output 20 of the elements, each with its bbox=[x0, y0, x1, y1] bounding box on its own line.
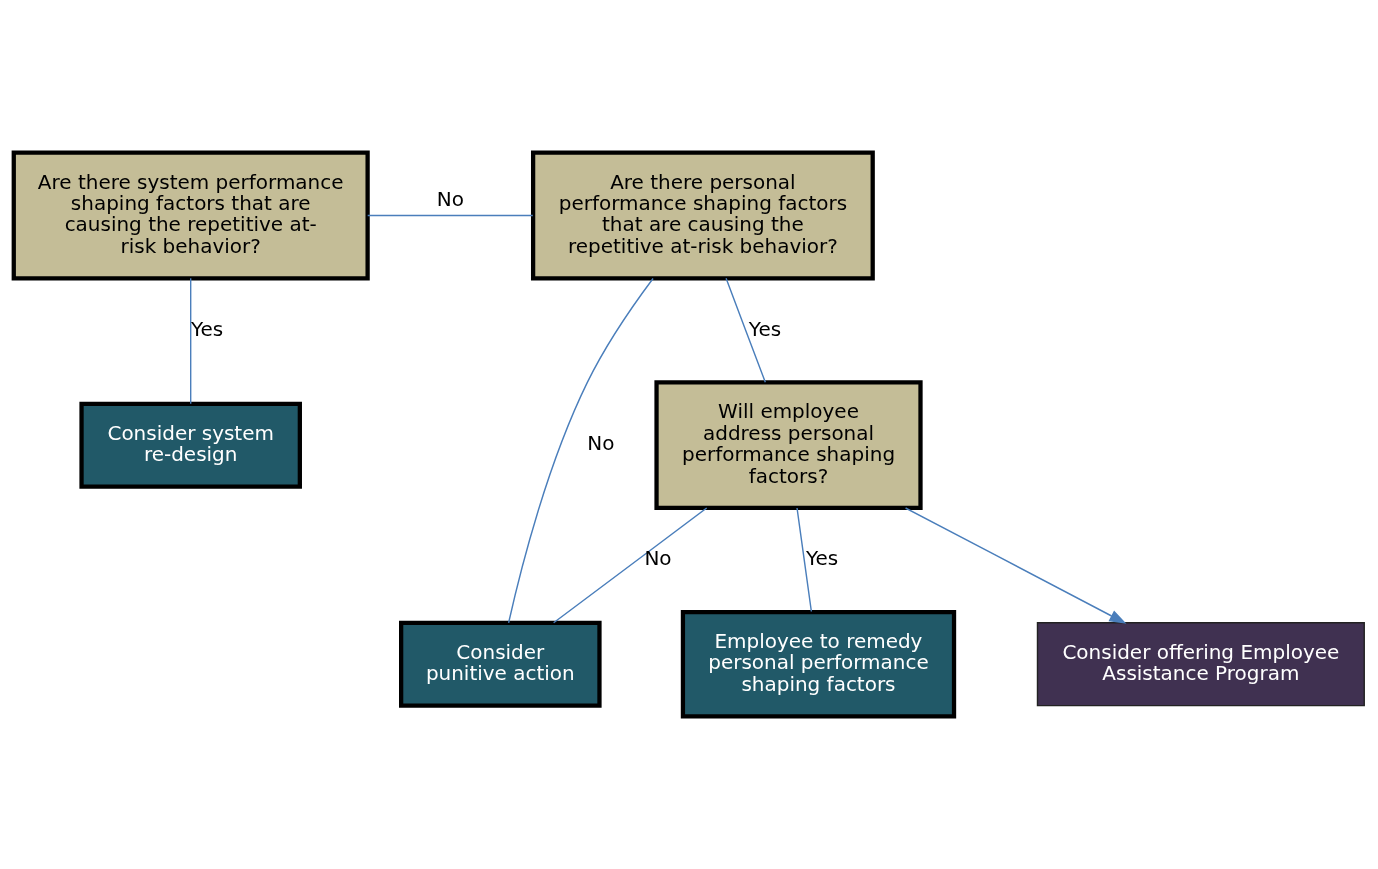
edge-label: Yes bbox=[748, 316, 782, 341]
edge-label: No bbox=[587, 431, 615, 456]
edge-label: No bbox=[436, 186, 464, 211]
connector bbox=[507, 277, 654, 624]
node-box: Consider system re-design bbox=[79, 401, 302, 489]
connector bbox=[366, 214, 534, 217]
connector bbox=[552, 507, 708, 624]
edge-label: Yes bbox=[805, 546, 839, 571]
node-box: Employee to remedy personal performance shaping factors bbox=[680, 610, 957, 719]
node-box: Consider punitive action bbox=[399, 620, 602, 708]
edge-label: No bbox=[644, 546, 672, 571]
connector bbox=[796, 507, 813, 613]
node-box: Consider offering Employee Assistance Program bbox=[1036, 622, 1365, 707]
node-box: Are there system performance shaping factors that are causing the repetitive at-risk behavior? bbox=[11, 150, 370, 281]
arrow bbox=[904, 507, 1127, 624]
connector bbox=[189, 277, 192, 405]
node-box: Will employee address personal performance shaping factors? bbox=[654, 380, 923, 511]
connector bbox=[725, 277, 767, 384]
node-box: Are there personal performance shaping factors that are causing the repetitive at-risk behavior? bbox=[531, 150, 875, 281]
edge-label: Yes bbox=[190, 316, 224, 341]
